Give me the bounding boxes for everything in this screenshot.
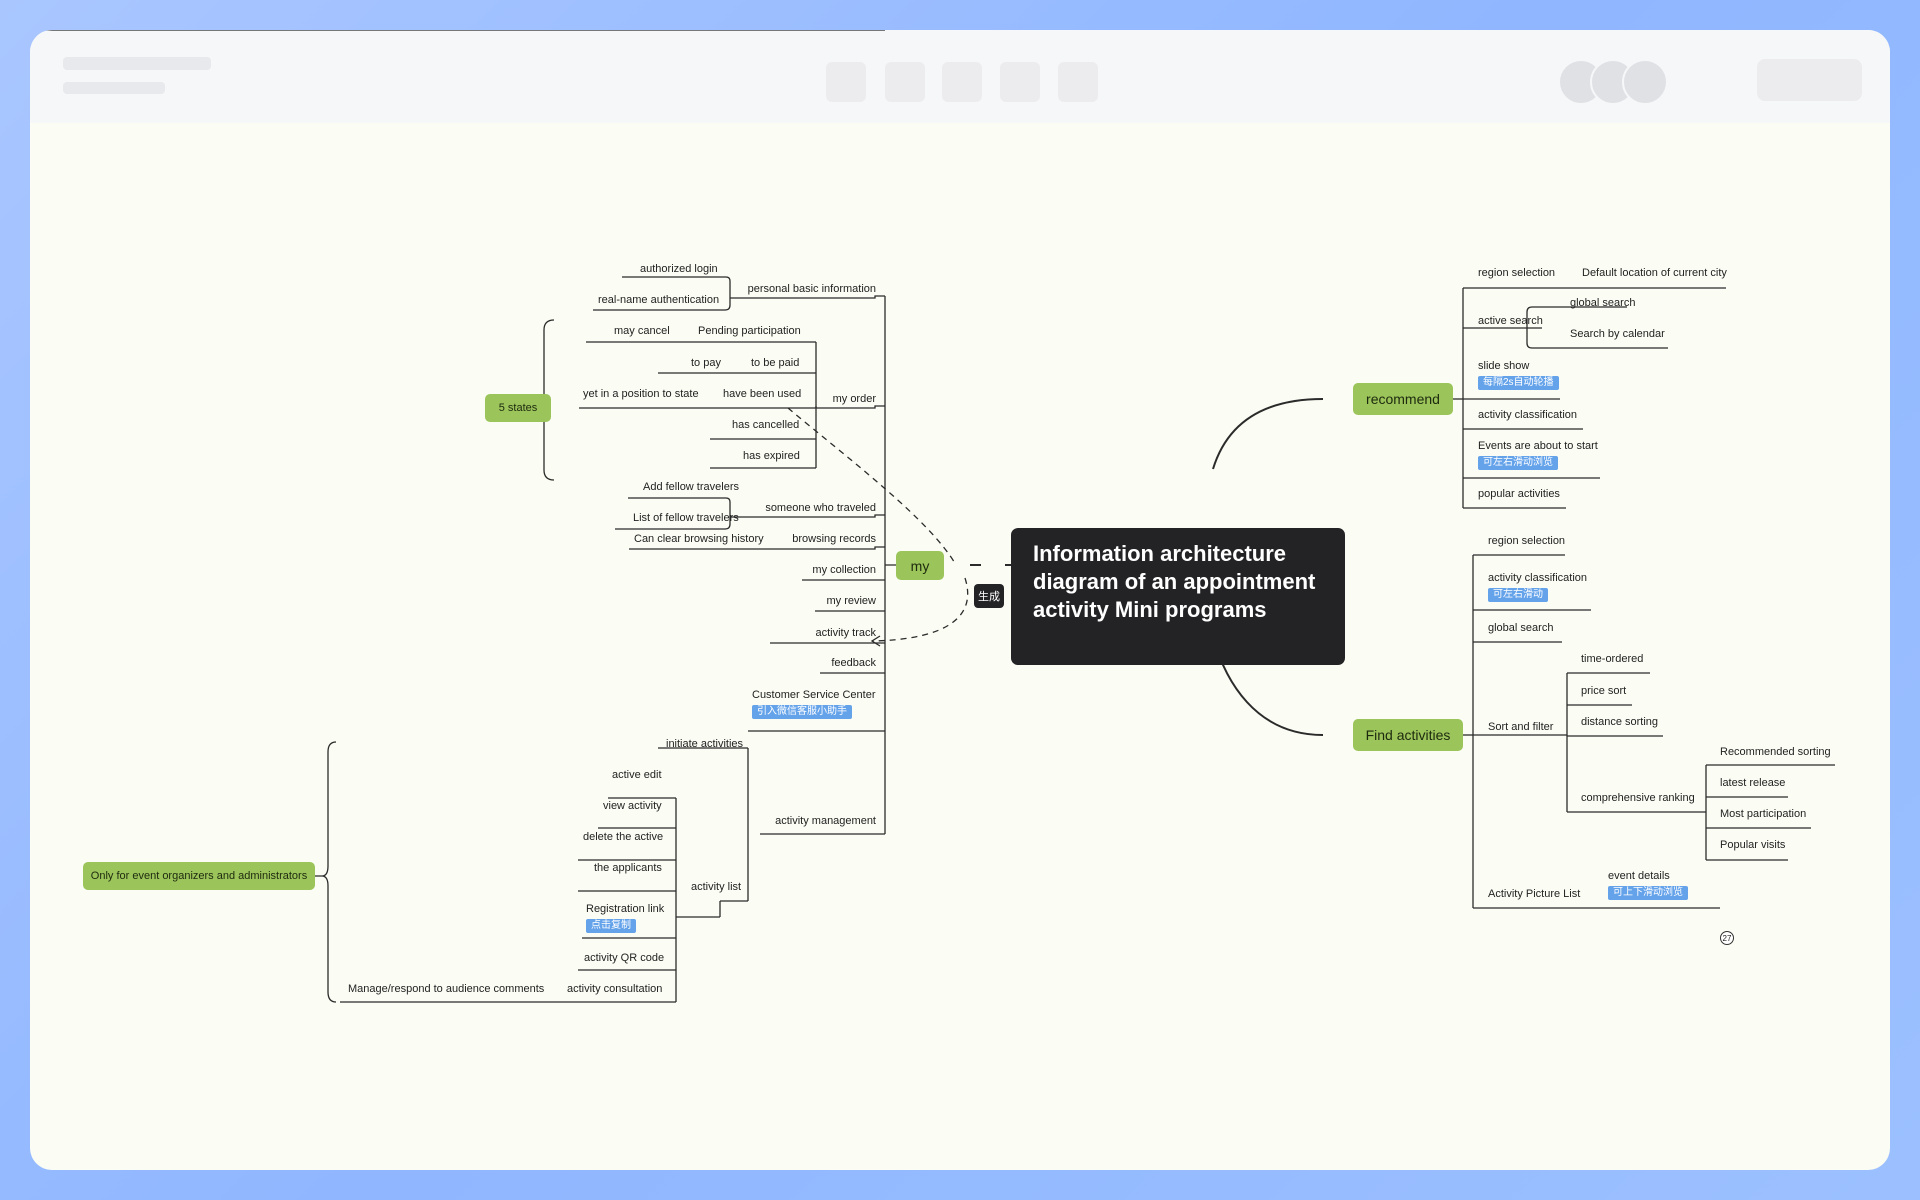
node-event-details[interactable]: event details [1608,870,1670,882]
node-view-activity[interactable]: view activity [603,800,662,812]
toolbar-button-2[interactable] [885,62,925,102]
tag-slide-show: 每隔2s自动轮播 [1478,376,1559,390]
tag-event-details: 可上下滑动浏览 [1608,886,1688,900]
node-my-order[interactable]: my order [832,393,876,405]
central-topic[interactable]: Information architecture diagram of an a… [1011,528,1345,665]
node-browsing-records[interactable]: browsing records [792,533,876,545]
toolbar-button-5[interactable] [1058,62,1098,102]
app-window: Information architecture diagram of an a… [30,30,1890,1170]
node-popular-visits[interactable]: Popular visits [1720,839,1786,851]
tag-events-about-to-start: 可左右滑动浏览 [1478,456,1558,470]
node-manage-comments[interactable]: Manage/respond to audience comments [348,983,545,995]
node-slide-show[interactable]: slide show [1478,360,1530,372]
node-sort-and-filter[interactable]: Sort and filter [1488,721,1554,733]
node-add-fellow-travelers[interactable]: Add fellow travelers [643,481,739,493]
node-has-cancelled[interactable]: has cancelled [732,419,800,431]
central-title: Information architecture diagram of an a… [1033,541,1316,622]
node-popular-activities[interactable]: popular activities [1478,488,1560,500]
node-rec-global-search[interactable]: global search [1570,297,1636,309]
node-real-name-authentication[interactable]: real-name authentication [598,294,720,306]
node-comprehensive-ranking[interactable]: comprehensive ranking [1581,792,1695,804]
tag-find-classification: 可左右滑动 [1488,588,1548,602]
generate-connector-label[interactable]: 生成 [974,584,1004,608]
node-personal-basic-information[interactable]: personal basic information [747,283,876,295]
node-rec-activity-classification[interactable]: activity classification [1478,409,1578,421]
node-active-search[interactable]: active search [1478,315,1543,327]
node-initiate-activities[interactable]: initiate activities [666,738,744,750]
node-rec-region-selection[interactable]: region selection [1478,267,1556,279]
node-have-been-used[interactable]: have been used [723,388,802,400]
toolbar-button-1[interactable] [826,62,866,102]
node-activity-consultation[interactable]: activity consultation [567,983,663,995]
node-clear-browsing-history[interactable]: Can clear browsing history [634,533,764,545]
node-activity-track[interactable]: activity track [815,627,876,639]
node-find-global-search[interactable]: global search [1488,622,1554,634]
tag-customer-service: 引入微信客服小助手 [752,705,852,719]
node-time-ordered[interactable]: time-ordered [1581,653,1644,665]
node-active-edit[interactable]: active edit [612,769,662,781]
top-toolbar [30,30,1890,123]
node-list-fellow-travelers[interactable]: List of fellow travelers [633,512,739,524]
node-yet-in-position[interactable]: yet in a position to state [583,388,699,400]
node-pending-participation[interactable]: Pending participation [698,325,801,337]
group-5-states[interactable]: 5 states [485,394,551,422]
node-feedback[interactable]: feedback [831,657,876,669]
node-customer-service-center[interactable]: Customer Service Center [752,689,876,701]
tag-registration-link: 点击复制 [586,919,636,933]
share-button[interactable] [1757,59,1862,101]
node-activity-management[interactable]: activity management [775,815,876,827]
node-authorized-login[interactable]: authorized login [640,263,718,275]
node-activity-picture-list[interactable]: Activity Picture List [1488,888,1581,900]
branch-find-activities[interactable]: Find activities [1353,719,1463,751]
node-has-expired[interactable]: has expired [743,450,800,462]
document-subtitle-placeholder [63,82,165,94]
node-find-region-selection[interactable]: region selection [1488,535,1566,547]
node-my-collection[interactable]: my collection [812,564,876,576]
node-to-pay[interactable]: to pay [691,357,721,369]
node-registration-link[interactable]: Registration link [586,903,665,915]
node-activity-list[interactable]: activity list [691,881,742,893]
node-find-activity-classification[interactable]: activity classification [1488,572,1588,584]
branch-recommend[interactable]: recommend [1353,383,1453,415]
node-may-cancel[interactable]: may cancel [614,325,670,337]
node-price-sort[interactable]: price sort [1581,685,1627,697]
toolbar-button-3[interactable] [942,62,982,102]
node-delete-active[interactable]: delete the active [583,831,664,843]
toolbar-button-4[interactable] [1000,62,1040,102]
node-my-review[interactable]: my review [826,595,876,607]
node-events-about-to-start[interactable]: Events are about to start [1478,440,1598,452]
node-activity-qr-code[interactable]: activity QR code [584,952,665,964]
node-most-participation[interactable]: Most participation [1720,808,1807,820]
node-to-be-paid[interactable]: to be paid [751,357,800,369]
node-recommended-sorting[interactable]: Recommended sorting [1720,746,1831,758]
branch-my[interactable]: my [896,551,944,580]
node-the-applicants[interactable]: the applicants [594,862,662,874]
node-search-by-calendar[interactable]: Search by calendar [1570,328,1665,340]
group-organizers[interactable]: Only for event organizers and administra… [83,862,315,890]
collapsed-count-badge[interactable]: 27 [1720,931,1734,945]
mindmap-connectors [30,30,1835,1003]
collaborator-avatar-3[interactable] [1622,59,1668,105]
node-distance-sorting[interactable]: distance sorting [1581,716,1659,728]
node-someone-who-traveled[interactable]: someone who traveled [765,502,876,514]
document-title-placeholder [63,57,211,70]
node-latest-release[interactable]: latest release [1720,777,1786,789]
node-default-location[interactable]: Default location of current city [1582,267,1727,279]
